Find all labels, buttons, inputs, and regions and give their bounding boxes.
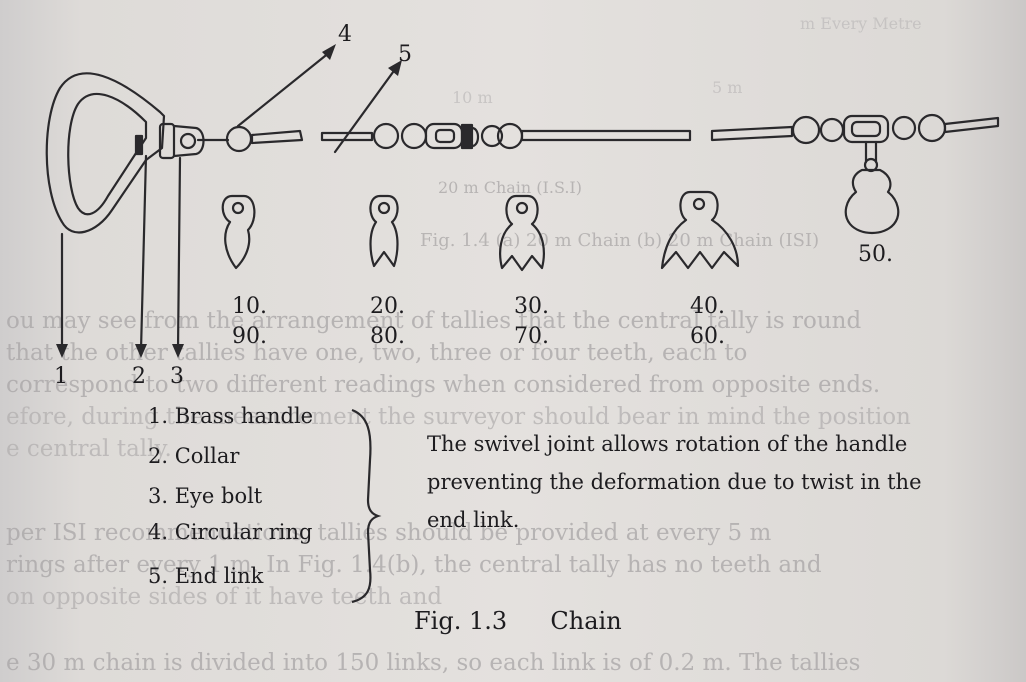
legend-item-end-link: 5. End link — [148, 564, 264, 588]
note-line-3: end link. — [427, 508, 520, 532]
tally-label-80: 80. — [370, 324, 405, 349]
tally-50 — [844, 168, 900, 235]
tally-label-60: 60. — [690, 324, 725, 349]
bg-para-line-9: e 30 m chain is divided into 150 links, … — [6, 650, 861, 676]
tally-10-90 — [221, 194, 256, 270]
tally-40-60 — [660, 190, 740, 270]
bg-text-every-metre: m Every Metre — [800, 14, 922, 33]
tally-label-30: 30. — [514, 294, 549, 319]
bg-para-line-5: e central tally. — [6, 436, 172, 462]
tally-label-20: 20. — [370, 294, 405, 319]
callout-1: 1 — [54, 364, 68, 389]
circular-ring-1 — [225, 125, 253, 153]
note-line-1: The swivel joint allows rotation of the … — [427, 432, 908, 456]
tally-label-50: 50. — [858, 242, 893, 267]
figure-title: Chain — [550, 607, 622, 635]
brass-tally-connector — [424, 122, 464, 150]
tally-label-90: 90. — [232, 324, 267, 349]
tally-label-70: 70. — [514, 324, 549, 349]
legend-item-eye-bolt: 3. Eye bolt — [148, 484, 263, 508]
bg-para-line-3: correspond to two different readings whe… — [6, 372, 881, 398]
callout-4: 4 — [338, 22, 352, 47]
bg-text-10m: 10 m — [452, 88, 493, 107]
bg-para-line-7: rings after every 1 m. In Fig. 1.4(b), t… — [6, 552, 822, 578]
swivel-link — [842, 114, 890, 144]
tally-label-10: 10. — [232, 294, 267, 319]
tally-30-70 — [499, 194, 545, 272]
callout-2: 2 — [132, 364, 146, 389]
bg-para-line-2: that the other tallies have one, two, th… — [6, 340, 748, 366]
bg-para-line-6: per ISI recommendations, tallies should … — [6, 520, 772, 546]
bg-text-5m: 5 m — [712, 78, 743, 97]
collar — [158, 122, 176, 160]
brass-handle — [45, 72, 166, 234]
tally-label-40: 40. — [690, 294, 725, 319]
legend-item-collar: 2. Collar — [148, 444, 240, 468]
legend-item-circular-ring: 4. Circular ring — [148, 520, 313, 544]
legend-brace — [351, 408, 382, 604]
legend-item-brass-handle: 1. Brass handle — [148, 404, 314, 428]
callout-5: 5 — [398, 42, 412, 67]
bg-para-line-4: efore, during the measurement the survey… — [6, 404, 911, 430]
tally-20-80 — [369, 194, 399, 268]
brass-handle-inner — [67, 93, 148, 216]
bg-para-line-1: ou may see from the arrangement of talli… — [6, 308, 862, 334]
bg-text-chain-isi: 20 m Chain (I.S.I) — [438, 178, 582, 197]
note-line-2: preventing the deformation due to twist … — [427, 470, 922, 494]
callout-3: 3 — [170, 364, 184, 389]
bg-text-fig-1-4: Fig. 1.4 (a) 20 m Chain (b) 20 m Chain (… — [420, 230, 820, 251]
figure-number: Fig. 1.3 — [414, 607, 508, 635]
figure-caption: Fig. 1.3 Chain — [414, 607, 622, 635]
